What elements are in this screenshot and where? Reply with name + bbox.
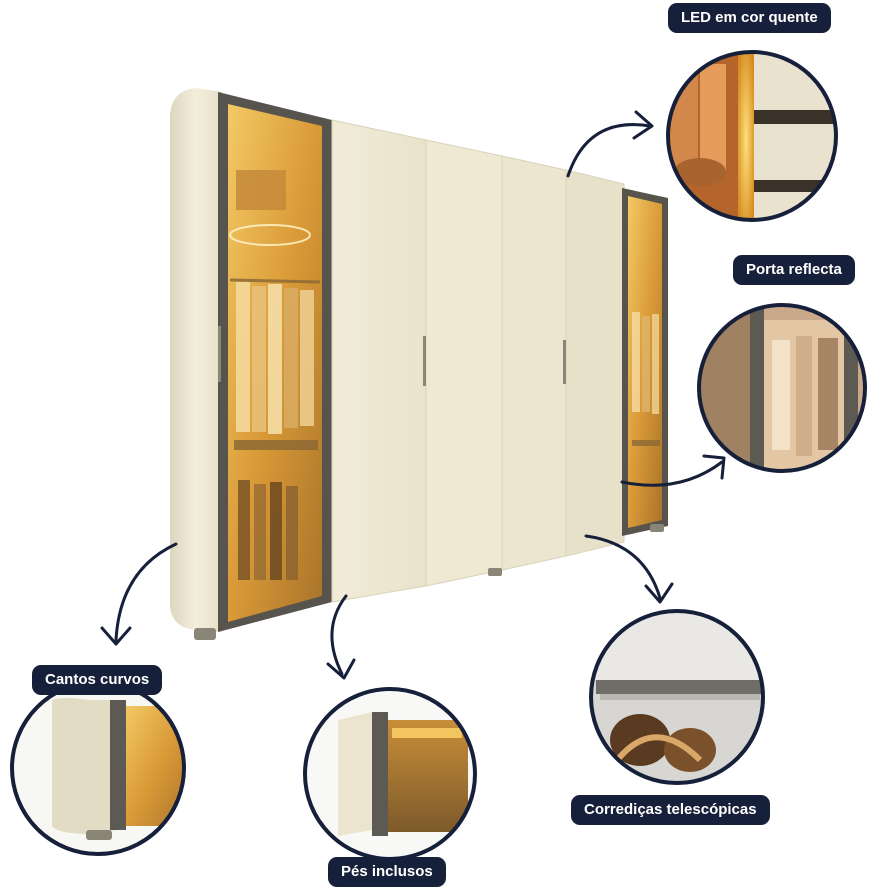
arrow-cantos	[114, 542, 178, 642]
cantos-callout-label: Cantos curvos	[32, 665, 163, 695]
cantos-detail-circle	[10, 680, 186, 856]
pes-detail-circle	[303, 687, 477, 861]
arrow-led	[566, 123, 652, 178]
arrowhead-led	[632, 110, 654, 140]
arrow-corredicas	[584, 534, 662, 600]
corredicas-callout-label: Corrediças telescópicas	[571, 795, 770, 825]
porta-callout-label: Porta reflecta	[733, 255, 855, 285]
arrowhead-porta	[702, 454, 726, 480]
wardrobe	[170, 88, 668, 640]
corredicas-detail-circle	[589, 609, 765, 785]
arrow-pes	[330, 594, 348, 676]
led-callout-label: LED em cor quente	[668, 3, 831, 33]
arrowhead-cantos	[100, 626, 132, 646]
pes-callout-label: Pés inclusos	[328, 857, 446, 887]
porta-detail-circle	[697, 303, 867, 473]
led-detail-circle	[666, 50, 838, 222]
arrowhead-pes	[326, 658, 356, 680]
arrow-porta	[620, 460, 724, 487]
callout-arrows	[100, 110, 726, 680]
arrowhead-corredicas	[644, 582, 674, 604]
